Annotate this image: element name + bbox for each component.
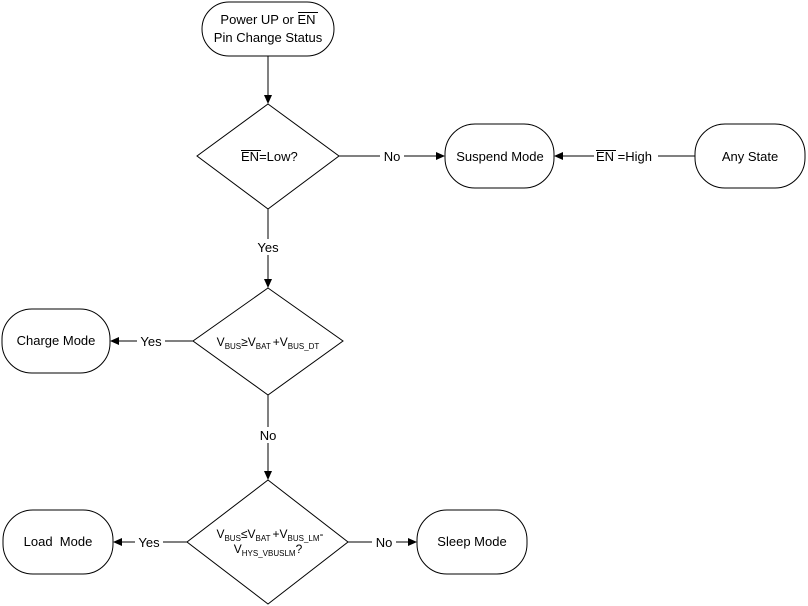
edge-label-yes: Yes (138, 535, 160, 550)
load-mode-label: Load Mode (24, 534, 93, 549)
decision-en-low (196, 103, 340, 210)
decision-vbus-lm (186, 479, 349, 605)
decision-en-low-label: EN=Low? (241, 149, 298, 164)
edge-label-yes: Yes (257, 240, 279, 255)
sleep-mode-label: Sleep Mode (437, 534, 506, 549)
start-node-line1: Power UP or EN (220, 12, 315, 27)
start-line1-prefix: Power UP or (220, 12, 297, 27)
arrowhead (554, 152, 563, 160)
en-overlined-text: EN (596, 149, 614, 164)
charge-mode-node (1, 308, 111, 374)
decision-vbus-dt (192, 287, 344, 396)
arrowhead (436, 152, 445, 160)
arrowhead (408, 538, 417, 546)
charge-mode-label: Charge Mode (17, 333, 96, 348)
decision-vbus-lm-line2: VHYS_VBUSLM? (234, 542, 303, 558)
any-state-node (694, 123, 806, 189)
start-node (201, 1, 335, 57)
edge-label-no: No (260, 428, 277, 443)
arrowhead (110, 337, 119, 345)
any-state-label: Any State (722, 149, 778, 164)
arrowhead (113, 538, 122, 546)
decision-vbus-dt-label: VBUS≥VBAT+VBUS_DT (217, 335, 320, 351)
load-mode-node (2, 509, 114, 575)
edge-label-yes: Yes (140, 334, 162, 349)
edge-label-no: No (376, 535, 393, 550)
suspend-mode-label: Suspend Mode (456, 149, 543, 164)
en-overlined-text: EN (298, 12, 316, 27)
en-low-rest: =Low? (259, 149, 298, 164)
arrowhead (264, 95, 272, 104)
suspend-mode-node (444, 123, 555, 189)
arrowhead (264, 279, 272, 288)
start-node-line2: Pin Change Status (214, 30, 323, 45)
en-overlined-text: EN (241, 149, 259, 164)
arrowhead (264, 471, 272, 480)
decision-vbus-lm-line1: VBUS≤VBAT+VBUS_LM- (216, 527, 323, 543)
edge-label-en-high: EN =High (596, 149, 652, 164)
sleep-mode-node (416, 509, 528, 575)
en-high-rest: =High (614, 149, 652, 164)
edge-label-no: No (384, 149, 401, 164)
